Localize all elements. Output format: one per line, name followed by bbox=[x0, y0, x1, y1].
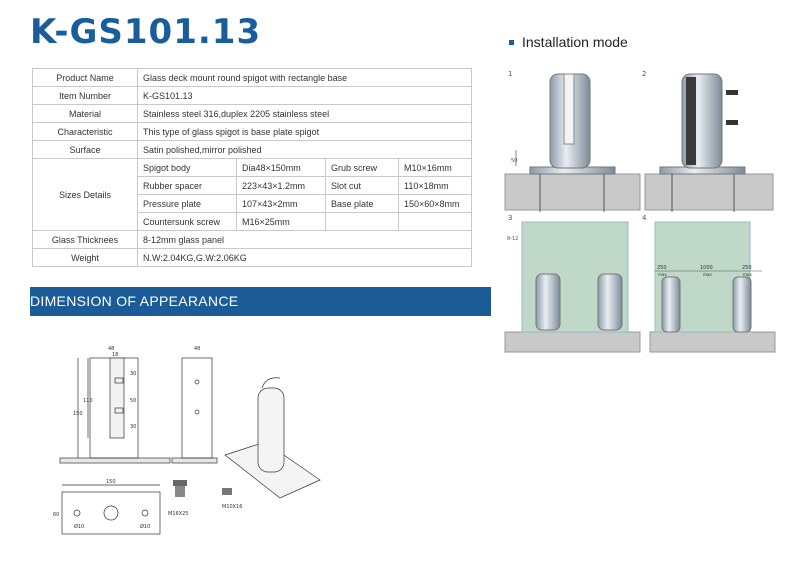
size-item: Base plate bbox=[325, 194, 399, 213]
step-number: 4 bbox=[642, 214, 647, 222]
table-row: Glass Thicknees 8-12mm glass panel bbox=[32, 230, 472, 249]
side-view bbox=[171, 357, 218, 464]
dim-base-height: 60 bbox=[53, 512, 59, 518]
size-item: Pressure plate bbox=[138, 194, 237, 213]
spec-label: Characteristic bbox=[32, 122, 138, 141]
spec-table: Product Name Glass deck mount round spig… bbox=[32, 68, 472, 267]
size-value: 107×43×2mm bbox=[236, 194, 326, 213]
gap-mid-note: max bbox=[703, 272, 712, 277]
gap-right: 250 bbox=[742, 265, 752, 271]
glass-range-label: 8-12 bbox=[507, 236, 518, 242]
install-step-4: 4 250 max 1000 max 250 max bbox=[642, 214, 776, 353]
dim-hole-a: Ø10 bbox=[74, 523, 84, 530]
table-row: Countersunk screw M16×25mm bbox=[138, 212, 471, 230]
dim-50: 50 bbox=[130, 398, 136, 404]
dim-150: 150 bbox=[73, 411, 83, 417]
grub-screw-icon bbox=[222, 488, 232, 495]
size-item: Rubber spacer bbox=[138, 176, 237, 195]
size-item: Spigot body bbox=[138, 159, 237, 177]
dim-base-length: 150 bbox=[106, 479, 116, 485]
size-value: M10×16mm bbox=[398, 159, 471, 177]
spec-label: Weight bbox=[32, 248, 138, 267]
dimension-banner bbox=[30, 287, 491, 316]
dim-side-width: 48 bbox=[194, 346, 200, 352]
spec-value: N.W:2.04KG,G.W:2.06KG bbox=[137, 248, 472, 267]
size-item: Countersunk screw bbox=[138, 212, 237, 230]
spec-value: K-GS101.13 bbox=[137, 86, 472, 105]
dim-30b: 30 bbox=[130, 424, 136, 430]
install-step-3: 3 8-12 bbox=[504, 214, 641, 353]
table-row: Product Name Glass deck mount round spig… bbox=[32, 68, 472, 87]
base-plate-view bbox=[61, 484, 161, 535]
spec-value: Glass deck mount round spigot with recta… bbox=[137, 68, 472, 87]
step-number: 1 bbox=[508, 70, 512, 78]
size-value: 110×18mm bbox=[398, 176, 471, 195]
gap-mid: 1000 bbox=[700, 265, 713, 271]
dim-18: 18 bbox=[112, 352, 118, 358]
isometric-view bbox=[224, 377, 321, 499]
table-row: Characteristic This type of glass spigot… bbox=[32, 122, 472, 141]
gap-left-note: max bbox=[658, 272, 667, 277]
spec-label: Material bbox=[32, 104, 138, 123]
spec-label: Sizes Details bbox=[32, 158, 138, 231]
spec-value: Stainless steel 316,duplex 2205 stainles… bbox=[137, 104, 472, 123]
spec-label: Item Number bbox=[32, 86, 138, 105]
size-value: 150×60×8mm bbox=[398, 194, 471, 213]
bullet-icon bbox=[509, 40, 514, 45]
table-row: Pressure plate 107×43×2mm Base plate 150… bbox=[138, 194, 471, 213]
spec-value: Satin polished,mirror polished bbox=[137, 140, 472, 159]
dimension-banner-title: DIMENSION OF APPEARANCE bbox=[30, 293, 239, 309]
spec-label: Product Name bbox=[32, 68, 138, 87]
dimension-label: 50 bbox=[511, 158, 517, 164]
size-value: M16×25mm bbox=[236, 212, 326, 230]
installation-heading: Installation mode bbox=[522, 34, 628, 50]
screw-1-label: M16X25 bbox=[168, 511, 188, 517]
spec-label: Surface bbox=[32, 140, 138, 159]
screw-2-label: M10X16 bbox=[222, 504, 242, 510]
product-title: K-GS101.13 bbox=[30, 12, 262, 52]
sizes-cell: Spigot body Dia48×150mm Grub screw M10×1… bbox=[137, 158, 472, 231]
table-row: Spigot body Dia48×150mm Grub screw M10×1… bbox=[138, 159, 471, 177]
table-row: Surface Satin polished,mirror polished bbox=[32, 140, 472, 159]
spec-value: This type of glass spigot is base plate … bbox=[137, 122, 472, 141]
dim-30a: 30 bbox=[130, 371, 136, 377]
size-item: Slot cut bbox=[325, 176, 399, 195]
size-value: Dia48×150mm bbox=[236, 159, 326, 177]
size-value: 223×43×1.2mm bbox=[236, 176, 326, 195]
table-row: Rubber spacer 223×43×1.2mm Slot cut 110×… bbox=[138, 176, 471, 195]
table-row: Item Number K-GS101.13 bbox=[32, 86, 472, 105]
spec-value: 8-12mm glass panel bbox=[137, 230, 472, 249]
size-item bbox=[325, 212, 399, 230]
table-row: Material Stainless steel 316,duplex 2205… bbox=[32, 104, 472, 123]
dim-hole-b: Ø10 bbox=[140, 523, 150, 530]
installation-diagram: 1 50 2 3 8-12 4 250 max bbox=[504, 70, 776, 353]
table-row: Sizes Details Spigot body Dia48×150mm Gr… bbox=[32, 158, 472, 231]
countersunk-screw-icon bbox=[173, 480, 187, 497]
front-view bbox=[59, 357, 171, 464]
gap-left: 250 bbox=[657, 265, 667, 271]
install-step-1: 1 50 bbox=[504, 70, 641, 212]
step-number: 2 bbox=[642, 70, 646, 78]
size-item: Grub screw bbox=[325, 159, 399, 177]
sizes-table: Spigot body Dia48×150mm Grub screw M10×1… bbox=[138, 159, 471, 230]
spec-label: Glass Thicknees bbox=[32, 230, 138, 249]
install-step-2: 2 bbox=[642, 70, 774, 212]
dim-110: 110 bbox=[83, 398, 93, 404]
step-number: 3 bbox=[508, 214, 512, 222]
size-value bbox=[398, 212, 471, 230]
gap-right-note: max bbox=[743, 272, 752, 277]
table-row: Weight N.W:2.04KG,G.W:2.06KG bbox=[32, 248, 472, 267]
dim-48: 48 bbox=[108, 346, 114, 352]
dimension-drawing: 48 18 150 110 30 50 30 48 150 60 Ø10 Ø10… bbox=[53, 346, 321, 535]
